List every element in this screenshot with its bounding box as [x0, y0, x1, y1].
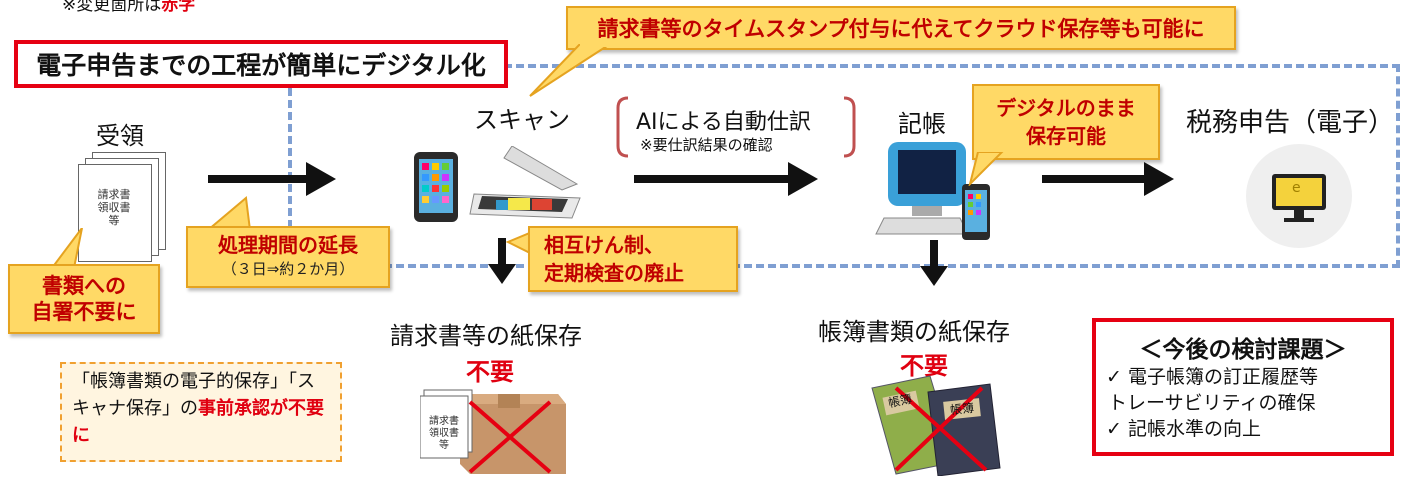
ai-journal-label: AIによる自動仕訳: [636, 110, 811, 135]
prior-approval-notice: 「帳簿書類の電子的保存」「スキャナ保存」の事前承認が不要に: [60, 362, 342, 462]
future-tasks-box: ＜今後の検討課題＞ ✓ 電子帳簿の訂正履歴等 トレーサビリティの確保 ✓ 記帳水…: [1092, 318, 1394, 456]
future-task-2-text: 記帳水準の向上: [1127, 418, 1261, 440]
ai-journal-note: ※要仕訳結果の確認: [640, 136, 773, 154]
mutual-line-2: 定期検査の廃止: [544, 261, 684, 285]
digital-line-2: 保存可能: [1026, 124, 1106, 148]
computer-icon: [870, 138, 998, 246]
invoice-paper-storage-label: 請求書等の紙保存: [390, 322, 582, 350]
e-mark: e: [1292, 180, 1301, 196]
digital-line-1: デジタルのまま: [996, 96, 1136, 120]
box-doc-line-1: 請求書: [429, 416, 459, 427]
page-title-text: 電子申告までの工程が簡単にデジタル化: [36, 51, 486, 80]
step-receive-label: 受領: [96, 122, 144, 150]
box-doc-line-2: 領収書: [429, 428, 459, 439]
signature-line-2: 自署不要に: [31, 300, 137, 324]
future-tasks-heading: ＜今後の検討課題＞: [1139, 337, 1347, 363]
top-callout: 請求書等のタイムスタンプ付与に代えてクラウド保存等も可能に: [566, 6, 1236, 50]
step-scan-label: スキャン: [474, 106, 570, 134]
scanner-icon: [412, 145, 582, 226]
e-tax-monitor-icon: e: [1246, 144, 1352, 248]
digital-region-border: [288, 64, 1400, 268]
period-text: 処理期間の延長: [218, 233, 358, 257]
doc-line-3: 等: [108, 214, 120, 227]
top-callout-text: 請求書等のタイムスタンプ付与に代えてクラウド保存等も可能に: [597, 17, 1205, 41]
period-subtext: （３日⇒約２か月）: [221, 260, 355, 278]
check-icon: ✓: [1106, 366, 1122, 388]
doc-line-2: 領収書: [97, 201, 131, 214]
books-paper-storage-label: 帳簿書類の紙保存: [818, 318, 1010, 346]
future-task-1-cont: トレーサビリティの確保: [1108, 392, 1316, 414]
mutual-callout: 相互けん制、 定期検査の廃止: [528, 226, 738, 292]
digital-callout: デジタルのまま 保存可能: [972, 84, 1160, 160]
future-task-2: ✓ 記帳水準の向上: [1106, 416, 1380, 442]
page-title: 電子申告までの工程が簡単にデジタル化: [14, 40, 508, 88]
cardboard-box-icon: 請求書 領収書 等: [419, 380, 570, 476]
notice-text-2: 事前承認が不要に: [72, 398, 324, 446]
step-tax-filing-label: 税務申告（電子）: [1186, 108, 1395, 138]
signature-line-1: 書類への: [42, 274, 126, 298]
doc-line-1: 請求書: [97, 188, 131, 201]
ai-bracket: [616, 96, 856, 158]
note-highlight: 赤字: [161, 0, 196, 15]
notice-text-1: 「帳簿書類の電子的保存」「スキャナ保存」の: [72, 371, 315, 419]
digital-callout-tail: [968, 152, 1004, 186]
check-icon: ✓: [1106, 418, 1122, 440]
document-stack-icon: 請求書 領収書 等: [78, 152, 168, 262]
period-callout: 処理期間の延長 （３日⇒約２か月）: [186, 226, 390, 288]
note-prefix: ※変更箇所は: [62, 0, 162, 15]
signature-callout: 書類への 自署不要に: [8, 264, 160, 334]
ledger-books-icon: 帳簿 帳簿: [866, 372, 1016, 477]
step-bookkeeping-label: 記帳: [898, 110, 946, 138]
change-note: ※変更箇所は赤字: [62, 0, 195, 15]
book-label-2: 帳簿: [949, 400, 975, 418]
future-task-1: ✓ 電子帳簿の訂正履歴等: [1106, 364, 1380, 390]
books-not-required: 不要: [900, 352, 948, 380]
top-callout-tail: [529, 44, 610, 97]
digital-region-left-border: [288, 64, 292, 264]
future-task-1-text: 電子帳簿の訂正履歴等: [1127, 366, 1318, 388]
box-doc-line-3: 等: [439, 440, 449, 451]
invoice-not-required: 不要: [466, 358, 514, 386]
mutual-line-1: 相互けん制、: [544, 233, 664, 257]
